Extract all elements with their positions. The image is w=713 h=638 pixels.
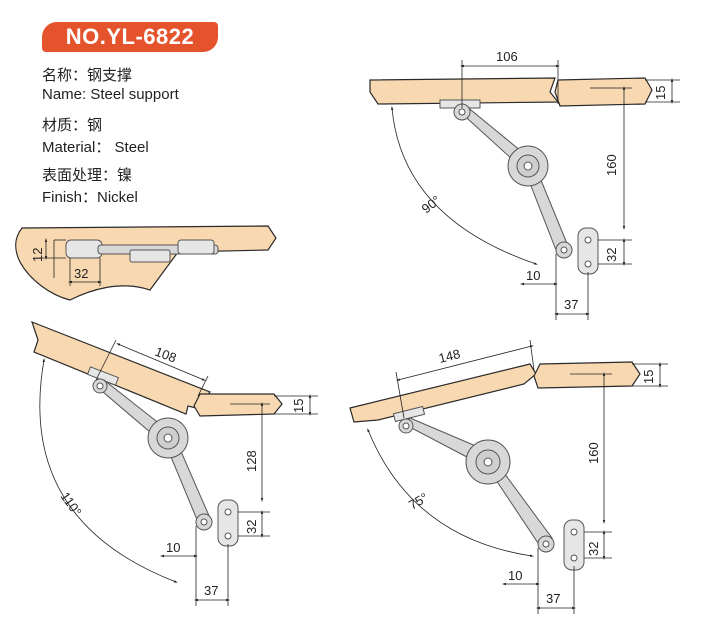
view-110-height-label: 128	[244, 450, 259, 472]
spec-finish-cn: 表面处理：镍	[42, 167, 133, 184]
view-90-thickness-label: 15	[653, 86, 668, 100]
top-view-width-label: 32	[74, 266, 88, 281]
view-110-thickness-label: 15	[291, 399, 306, 413]
view-110-reach-label: 108	[153, 344, 179, 366]
view-110-angle-arc	[39, 358, 178, 583]
spec-material-cn: 材质：钢	[42, 117, 103, 134]
top-view-panel	[15, 225, 277, 301]
view-110-offset-b-label: 37	[204, 583, 218, 598]
view-90-reach-label: 106	[496, 49, 518, 64]
top-view-bracket-tip	[177, 239, 215, 255]
top-view-bracket-base	[65, 239, 103, 259]
view-110-offset-a-label: 10	[166, 540, 180, 555]
view-110-hole-label: 32	[244, 520, 259, 534]
view-75-cabinet-top	[533, 361, 641, 389]
view-90-cabinet-top	[554, 77, 653, 107]
view-75-hole-label: 32	[586, 542, 601, 556]
view-75-lid	[349, 363, 537, 423]
view-110: 110° 108 15 128 32 10 37	[31, 320, 318, 606]
view-75-angle-arc	[367, 428, 534, 557]
view-90-offset-a-label: 10	[526, 268, 540, 283]
top-view: 32 12	[15, 225, 277, 301]
model-badge: NO.YL-6822	[42, 22, 218, 52]
spec-finish-en: Finish：Nickel	[42, 189, 138, 206]
view-75-offset-a-label: 10	[508, 568, 522, 583]
top-view-offset-label: 12	[30, 248, 45, 262]
view-90: 90° 106 15 160 32 10 37	[369, 49, 680, 320]
view-75-mount-plate	[563, 519, 585, 571]
view-75-height-label: 160	[586, 442, 601, 464]
spec-name-cn: 名称：钢支撑	[42, 67, 133, 84]
view-90-height-label: 160	[604, 154, 619, 176]
view-75-offset-b-label: 37	[546, 591, 560, 606]
spec-name-en: Name: Steel support	[42, 86, 179, 103]
view-110-cabinet-top	[193, 393, 283, 417]
view-90-angle-arc	[390, 106, 538, 265]
view-75-reach-label: 148	[437, 346, 462, 366]
view-75-angle-label: 75°	[406, 490, 431, 513]
view-90-offset-b-label: 37	[564, 297, 578, 312]
view-75-thickness-label: 15	[641, 370, 656, 384]
top-view-plate	[129, 249, 171, 263]
spec-material-en: Material： Steel	[42, 139, 149, 156]
view-90-angle-label: 90°	[419, 192, 444, 216]
view-75: 75° 148 15 160 32 10 37	[349, 339, 668, 614]
view-90-hole-label: 32	[604, 248, 619, 262]
